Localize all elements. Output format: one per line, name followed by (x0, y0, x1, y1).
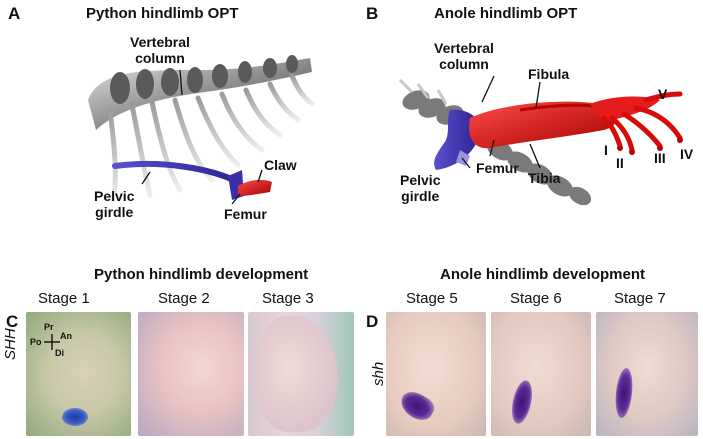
label-digit-2: II (616, 155, 624, 171)
stage-5-label: Stage 5 (406, 290, 458, 307)
shh-expression-stage-6 (508, 378, 536, 426)
stage-6-label: Stage 6 (510, 290, 562, 307)
axis-pr: Pr (44, 322, 54, 332)
stage-7-label: Stage 7 (614, 290, 666, 307)
stage-3-label: Stage 3 (262, 290, 314, 307)
label-fibula: Fibula (528, 66, 570, 82)
limb-bud-outline (258, 316, 338, 432)
stage-2-label: Stage 2 (158, 290, 210, 307)
panel-a-title: Python hindlimb OPT (86, 5, 239, 22)
panel-d-title: Anole hindlimb development (440, 266, 646, 283)
axis-di: Di (55, 348, 64, 358)
panel-c-title: Python hindlimb development (94, 266, 309, 283)
panel-d-letter: D (366, 312, 379, 331)
label-digit-1: I (604, 142, 608, 158)
label-pelvic-girdle-b: Pelvic girdle (400, 172, 441, 204)
label-digit-4: IV (680, 146, 694, 162)
gene-label-shh-anole: shh (370, 361, 387, 386)
axis-po: Po (30, 337, 42, 347)
anole-embryo-stage-7 (596, 312, 698, 436)
axis-an: An (60, 331, 72, 341)
label-pelvic-girdle-a: Pelvic girdle (94, 188, 135, 220)
label-tibia: Tibia (528, 170, 561, 186)
python-embryo-stage-2 (138, 312, 244, 436)
panel-c-letter: C (6, 312, 19, 331)
label-digit-3: III (654, 150, 666, 166)
label-digit-5: V (658, 86, 668, 102)
label-femur-a: Femur (224, 206, 267, 222)
python-embryo-stage-3 (248, 312, 354, 436)
anole-embryo-stage-5 (386, 312, 486, 436)
shh-expression-stage-5 (396, 387, 438, 425)
python-embryo-stage-1 (26, 312, 131, 436)
label-femur-b: Femur (476, 160, 519, 176)
gene-label-shh-python: SHH (2, 328, 19, 360)
label-vertebral-column-a: Vertebral column (130, 34, 190, 66)
label-claw: Claw (264, 157, 297, 173)
panel-a-letter: A (8, 4, 21, 23)
anole-embryo-stage-6 (491, 312, 591, 436)
stage-1-label: Stage 1 (38, 290, 90, 307)
shh-expression-spot (62, 408, 88, 426)
panel-b-title: Anole hindlimb OPT (434, 5, 578, 22)
shh-expression-stage-7 (613, 367, 635, 419)
panel-b-letter: B (366, 4, 379, 23)
label-vertebral-column-b: Vertebral column (434, 40, 494, 72)
